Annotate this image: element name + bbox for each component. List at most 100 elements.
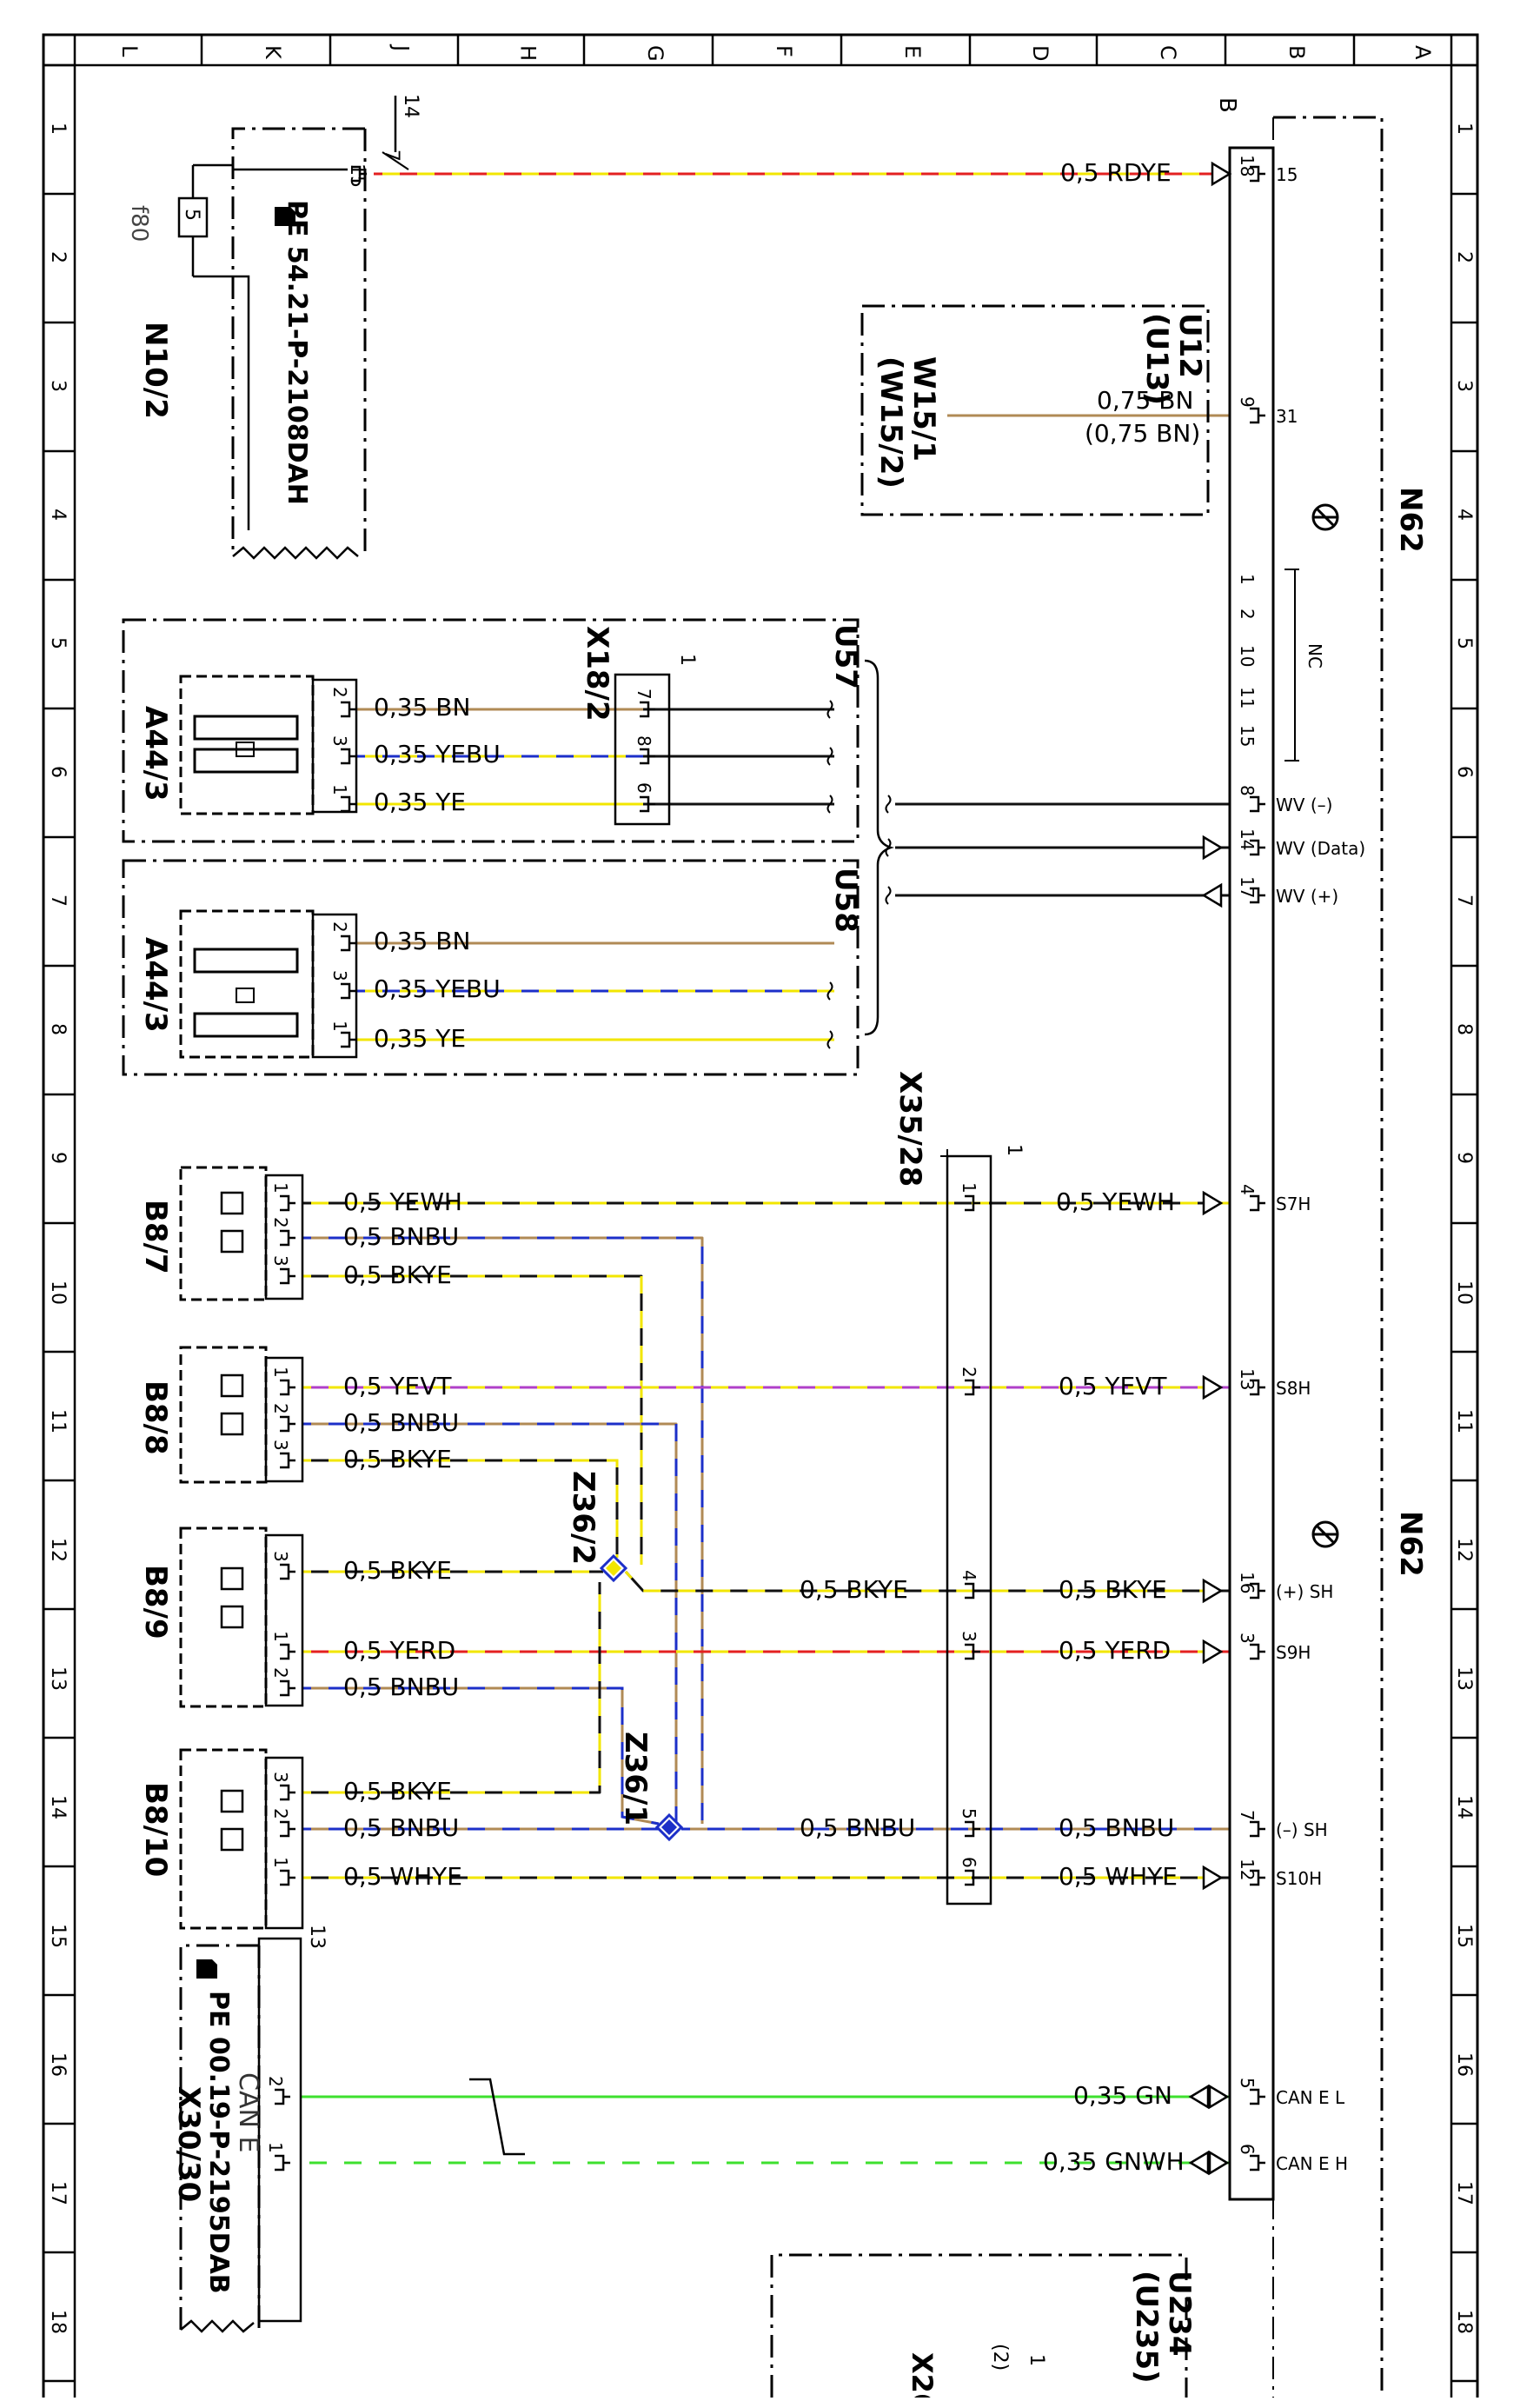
x35-28-pin: 1	[1003, 1144, 1025, 1156]
pin-number: 3	[329, 970, 350, 981]
pin-number: 2	[270, 1403, 291, 1414]
wire-label-bn: 0,75 BN	[1097, 386, 1193, 415]
n62-pin-number: 5	[1237, 2078, 1258, 2089]
grid-row-label: 6	[1453, 766, 1475, 778]
wire-label: 0,5 YEWH	[343, 1187, 462, 1216]
pin-number: 6	[959, 1857, 979, 1868]
wire-label: 0,5 YEWH	[1056, 1187, 1175, 1216]
x30-30-label: X30/30	[171, 2086, 206, 2202]
grid-row-label: 3	[47, 380, 69, 392]
wire-label-rdye: 0,5 RDYE	[1060, 158, 1172, 187]
n62-pin-number: 13	[1237, 1368, 1258, 1390]
w15-2-label: (W15/2)	[873, 356, 908, 489]
pin-number: 4	[959, 1570, 979, 1581]
x26-label: X26/	[906, 2352, 939, 2398]
grid-row-label: 8	[1453, 1023, 1475, 1035]
wire-label: 0,5 YEVT	[1059, 1372, 1167, 1400]
wire-label: 0,5 BKYE	[343, 1556, 452, 1585]
u234-outline	[770, 2253, 1188, 2398]
n62-pin-name: S8H	[1276, 1378, 1311, 1399]
pin-number: 1	[265, 2142, 286, 2153]
n62-pin-name: S9H	[1276, 1642, 1311, 1663]
reference-hand-icon	[275, 207, 295, 226]
wire-label: 0,35 GN	[1073, 2081, 1172, 2110]
n62-pin-number: 8	[1237, 785, 1258, 796]
n62-label-lower: N62	[1393, 1511, 1428, 1577]
n62-pin-name: (+) SH	[1276, 1581, 1333, 1602]
n62-pin-name: (–) SH	[1276, 1819, 1328, 1840]
wire-label: 0,35 YEBU	[374, 740, 501, 768]
wires	[301, 172, 1230, 2165]
nc-pin-number: 1	[1237, 574, 1258, 585]
grid-row-label: 15	[1453, 1924, 1475, 1948]
b8-7-label: B8/7	[138, 1200, 173, 1274]
n62-pin-number: 9	[1237, 396, 1258, 408]
grid-row-label: 7	[1453, 895, 1475, 907]
x18-2-label: X18/2	[580, 626, 614, 722]
grid-column-label: K	[261, 45, 285, 60]
pin-number: 2	[270, 1217, 291, 1228]
grid-row-label: 16	[47, 2052, 69, 2077]
grid-column-label: L	[117, 45, 142, 57]
b8-8-sensor	[179, 1346, 304, 1484]
grid-row-label: 14	[47, 1795, 69, 1819]
x35-28-label: X35/28	[893, 1071, 927, 1187]
n62-pin-name: WV (–)	[1276, 795, 1332, 815]
grid-row-label: 14	[1453, 1795, 1475, 1819]
n62-pin-name: WV (Data)	[1276, 838, 1365, 859]
pin-number: 1	[329, 1021, 350, 1032]
wire-label: 0,5 BKYE	[343, 1260, 452, 1289]
grid-column-label: C	[1156, 45, 1180, 60]
n62-pin-number: 17	[1237, 876, 1258, 898]
pin-number: 2	[270, 1667, 291, 1679]
grid-row-label: 9	[1453, 1152, 1475, 1164]
splice-z36-1	[654, 1812, 684, 1842]
n62-side-label: B	[1214, 97, 1240, 113]
wire-label: 0,5 YERD	[343, 1636, 455, 1665]
x30-30-ref: PE 00.19-P-2195DAB	[203, 1991, 234, 2294]
wire-label: 0,35 BN	[374, 693, 470, 722]
b8-9-label: B8/9	[138, 1565, 173, 1639]
grid-row-label: 3	[1453, 380, 1475, 392]
nc-pin-number: 15	[1237, 725, 1258, 747]
wire-label: 0,35 YE	[374, 788, 466, 816]
grid-column-label: E	[900, 45, 925, 58]
z36-2-label: Z36/2	[566, 1471, 601, 1565]
grid-column-label: B	[1284, 45, 1309, 59]
n62-symbol-icon	[1311, 503, 1339, 531]
grid-row-label: 12	[1453, 1538, 1475, 1562]
n62-pin-name: WV (+)	[1276, 886, 1338, 907]
wire-label: 0,5 BNBU	[1059, 1813, 1174, 1842]
grid-row-label: 17	[1453, 2181, 1475, 2205]
grid-row-label: 2	[47, 251, 69, 263]
grid-column-label: J	[389, 43, 414, 51]
pin-number: 1	[959, 1182, 979, 1194]
n62-pin-number: 6	[1237, 2144, 1258, 2155]
x30-30-outline	[179, 1944, 259, 2330]
u57-label: U57	[828, 624, 863, 689]
grid-row-label: 18	[1453, 2310, 1475, 2334]
grid-column-label: D	[1028, 45, 1052, 61]
grid-row-label: 11	[1453, 1409, 1475, 1433]
a44-3-module-top	[179, 675, 358, 815]
wire-label: 0,35 BN	[374, 927, 470, 955]
n10-2-label: N10/2	[138, 322, 173, 419]
u12-outline	[860, 304, 1210, 516]
n62-pin-name: S10H	[1276, 1868, 1322, 1889]
pin-number: 3	[270, 1440, 291, 1451]
grid-row-label: 16	[1453, 2052, 1475, 2077]
splice-z36-2	[599, 1553, 628, 1583]
wire-label: 0,5 BNBU	[343, 1408, 459, 1437]
u58-label: U58	[828, 868, 863, 933]
pin-number: 2	[329, 687, 350, 698]
nc-pin-number: 2	[1237, 609, 1258, 620]
reference-hand-icon	[196, 1959, 217, 1979]
grid-row-label: 10	[1453, 1280, 1475, 1305]
pin-number: 1	[270, 1182, 291, 1194]
u12-label-alt: (U13)	[1139, 313, 1174, 405]
u12-label: U12	[1172, 313, 1207, 378]
grid-ticks	[42, 35, 1479, 2383]
n62-connector-body	[1228, 146, 1275, 2201]
u57-outline	[122, 618, 860, 843]
